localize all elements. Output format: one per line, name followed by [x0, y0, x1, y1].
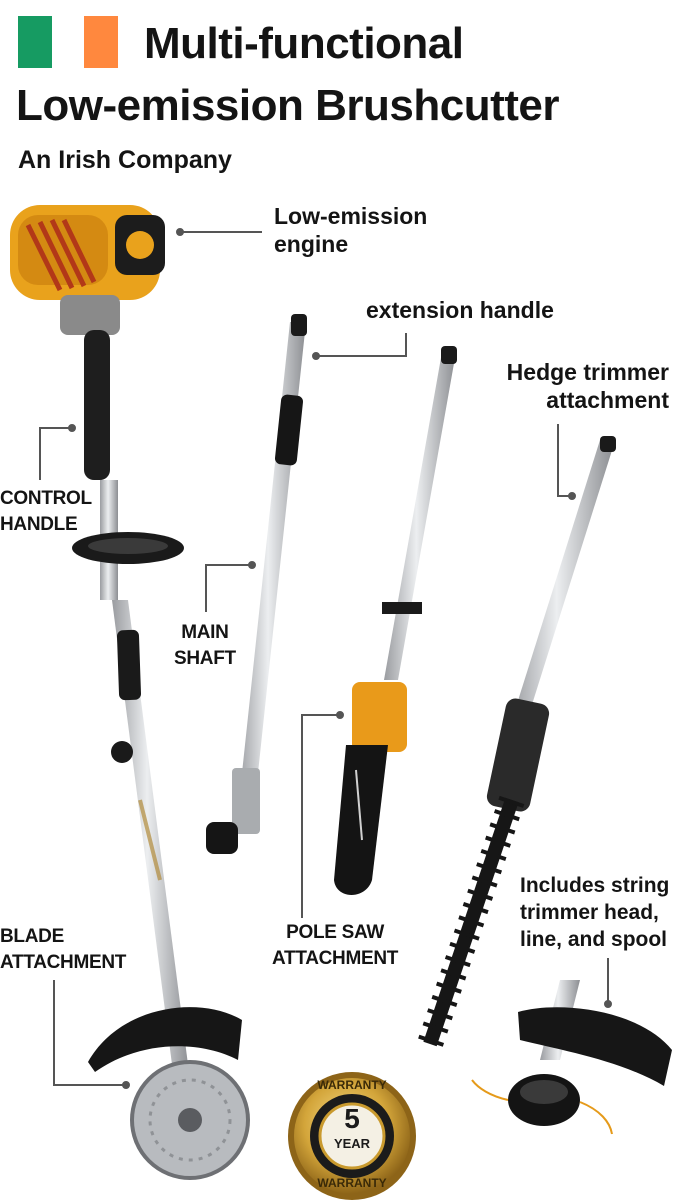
badge-number: 5: [344, 1103, 360, 1134]
label-main-shaft-line2: SHAFT: [174, 648, 236, 669]
warranty-badge-icon: [288, 1072, 416, 1200]
label-engine-line2: engine: [274, 231, 349, 257]
label-pole-saw-line1: POLE SAW: [286, 922, 384, 943]
badge-bottom-text: WARRANTY: [317, 1176, 387, 1190]
brushcutter-main-unit: [10, 205, 250, 1180]
label-hedge-line2: attachment: [546, 387, 669, 413]
label-blade-line1: BLADE: [0, 926, 64, 947]
label-string-line3: line, and spool: [520, 928, 668, 951]
label-hedge-trimmer: Hedge trimmer attachment: [507, 358, 669, 414]
label-pole-saw: POLE SAW ATTACHMENT: [272, 920, 398, 972]
label-control-line2: HANDLE: [0, 514, 78, 535]
label-string-trimmer: Includes string trimmer head, line, and …: [520, 872, 669, 953]
extension-shaft: [206, 314, 307, 854]
title-line-2: Low-emission Brushcutter: [16, 81, 559, 130]
hedge-trimmer: [417, 436, 616, 1049]
engine-icon: [10, 205, 165, 335]
label-hedge-line1: Hedge trimmer: [506, 359, 669, 385]
label-control-line1: CONTROL: [0, 488, 92, 509]
label-main-shaft-line1: MAIN: [181, 622, 229, 643]
leader-lines: [39, 228, 612, 1089]
label-engine-line1: Low-emission: [274, 203, 428, 229]
badge-unit: YEAR: [333, 1136, 371, 1151]
pole-saw: [334, 346, 457, 895]
label-string-line2: trimmer head,: [520, 901, 659, 924]
subtitle: An Irish Company: [18, 146, 232, 174]
string-trimmer-head-icon: [471, 980, 672, 1135]
label-blade-line2: ATTACHMENT: [0, 952, 127, 973]
label-blade: BLADE ATTACHMENT: [0, 924, 126, 976]
label-main-shaft: MAIN SHAFT: [174, 620, 236, 672]
flag-green-stripe: [18, 16, 52, 68]
label-control-handle: CONTROL HANDLE: [0, 486, 92, 538]
label-extension-handle: extension handle: [366, 297, 554, 323]
title-line-1: Multi-functional: [144, 19, 464, 68]
flag-orange-stripe: [84, 16, 118, 68]
label-pole-saw-line2: ATTACHMENT: [272, 948, 399, 969]
label-string-line1: Includes string: [520, 874, 670, 897]
badge-top-text: WARRANTY: [317, 1078, 387, 1092]
label-engine: Low-emission engine: [274, 202, 427, 258]
blade-icon: [130, 1060, 250, 1180]
